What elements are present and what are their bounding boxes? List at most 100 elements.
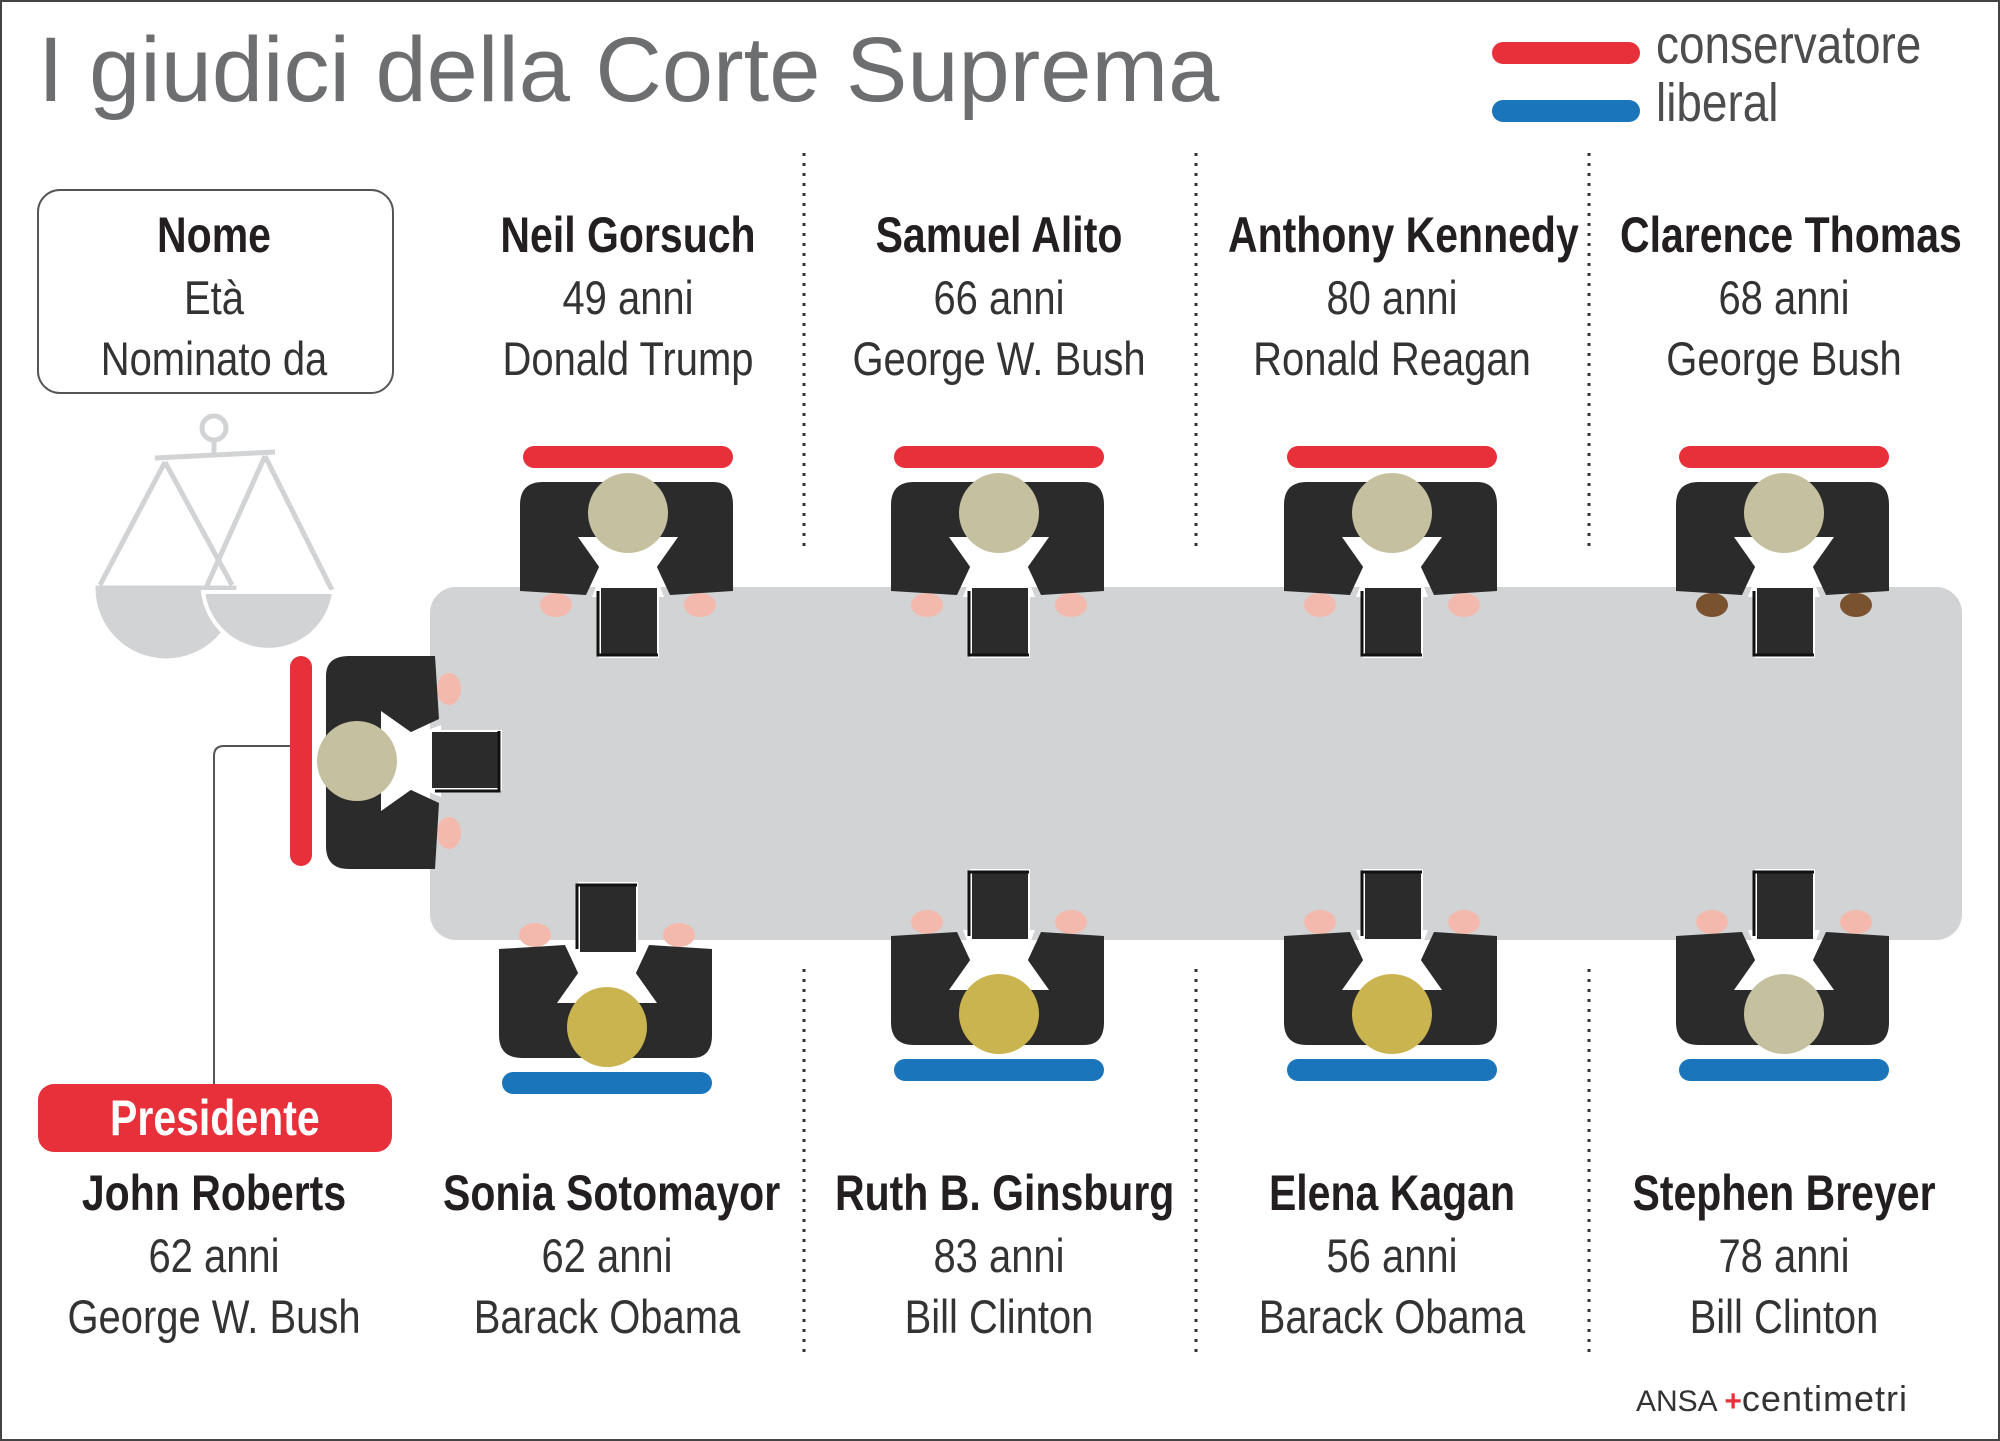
- hand: [684, 593, 716, 617]
- judge-figure-top: [1674, 446, 1891, 659]
- judge-age: 62 anni: [541, 1229, 673, 1282]
- judge-age: 68 anni: [1718, 271, 1850, 324]
- legend-label-liberal: liberal: [1656, 73, 1779, 133]
- judge-figure-top: [889, 446, 1106, 659]
- judge-name: Stephen Breyer: [1632, 1165, 1936, 1221]
- judge-nominated: Barack Obama: [473, 1290, 741, 1343]
- key-nominated: Nominato da: [100, 332, 328, 385]
- judge-figure-bottom: [1282, 868, 1499, 1081]
- scales-of-justice-icon: [95, 413, 337, 659]
- judge-nominated: Bill Clinton: [1689, 1290, 1879, 1343]
- judge-name: Clarence Thomas: [1620, 207, 1962, 263]
- credit-brand: centimetri: [1741, 1378, 1908, 1419]
- hand: [1696, 593, 1728, 617]
- judge-nominated: George W. Bush: [67, 1290, 361, 1343]
- hand: [1448, 593, 1480, 617]
- hand: [437, 817, 461, 849]
- judge-name: John Roberts: [81, 1165, 347, 1221]
- judge-age: 62 anni: [148, 1229, 280, 1282]
- hand: [663, 923, 695, 947]
- key-box: [37, 189, 394, 394]
- legend-swatch-conservative: [1492, 42, 1640, 64]
- leaning-bar: [1679, 1059, 1889, 1081]
- court-table: [430, 587, 1962, 940]
- hand: [1055, 910, 1087, 934]
- hand: [1304, 593, 1336, 617]
- president-badge: Presidente: [38, 1084, 392, 1152]
- key-name: Nome: [157, 207, 271, 263]
- leaning-bar: [290, 656, 312, 866]
- leaning-bar: [1287, 1059, 1497, 1081]
- hand: [1055, 593, 1087, 617]
- legend-swatch-liberal: [1492, 100, 1640, 122]
- hand: [911, 910, 943, 934]
- head: [317, 721, 397, 801]
- judge-name: Anthony Kennedy: [1228, 207, 1579, 263]
- hand: [1696, 910, 1728, 934]
- judge-name: Neil Gorsuch: [500, 207, 756, 263]
- judge-nominated: Ronald Reagan: [1253, 332, 1531, 385]
- hand: [540, 593, 572, 617]
- hand: [1448, 910, 1480, 934]
- hand: [437, 673, 461, 705]
- judge-age: 80 anni: [1326, 271, 1458, 324]
- president-label: Presidente: [110, 1090, 320, 1146]
- judge-age: 66 anni: [933, 271, 1065, 324]
- head: [588, 473, 668, 553]
- page-title: I giudici della Corte Suprema: [38, 19, 1220, 121]
- legend-label-conservative: conservatore: [1656, 15, 1922, 75]
- key-box-text: Nome Età Nominato da: [14, 206, 414, 386]
- leaning-bar: [523, 446, 733, 468]
- judge-figure-bottom: [497, 881, 714, 1094]
- hand: [519, 923, 551, 947]
- judge-nominated: Barack Obama: [1258, 1290, 1526, 1343]
- head: [1352, 974, 1432, 1054]
- judge-name: Sonia Sotomayor: [443, 1165, 781, 1221]
- judge-nominated: Bill Clinton: [904, 1290, 1094, 1343]
- president-connector: [213, 745, 293, 1084]
- leaning-bar: [894, 446, 1104, 468]
- credit-logo: ANSA +centimetri: [1636, 1378, 1908, 1419]
- head: [959, 473, 1039, 553]
- judge-nominated: George Bush: [1666, 332, 1902, 385]
- credit-agency: ANSA: [1636, 1385, 1717, 1418]
- head: [1352, 473, 1432, 553]
- leaning-bar: [894, 1059, 1104, 1081]
- judge-figure-top: [1282, 446, 1499, 659]
- hand: [1840, 910, 1872, 934]
- leaning-bar: [502, 1072, 712, 1094]
- judge-age: 49 anni: [562, 271, 694, 324]
- hand: [1840, 593, 1872, 617]
- judge-figure-roberts: [290, 654, 503, 871]
- judge-figure-bottom: [1674, 868, 1891, 1081]
- leaning-bar: [1287, 446, 1497, 468]
- judge-nominated: Donald Trump: [502, 332, 754, 385]
- head: [1744, 974, 1824, 1054]
- judge-figure-bottom: [889, 868, 1106, 1081]
- judge-age: 83 anni: [933, 1229, 1065, 1282]
- hand: [1304, 910, 1336, 934]
- key-age: Età: [184, 271, 244, 324]
- leaning-bar: [1679, 446, 1889, 468]
- judge-nominated: George W. Bush: [852, 332, 1146, 385]
- judge-age: 56 anni: [1326, 1229, 1458, 1282]
- judge-age: 78 anni: [1718, 1229, 1850, 1282]
- judge-name: Ruth B. Ginsburg: [835, 1165, 1175, 1221]
- judge-name: Elena Kagan: [1268, 1165, 1516, 1221]
- judge-name: Samuel Alito: [875, 207, 1123, 263]
- head: [1744, 473, 1824, 553]
- hand: [911, 593, 943, 617]
- head: [567, 987, 647, 1067]
- judge-figure-top: [518, 446, 735, 659]
